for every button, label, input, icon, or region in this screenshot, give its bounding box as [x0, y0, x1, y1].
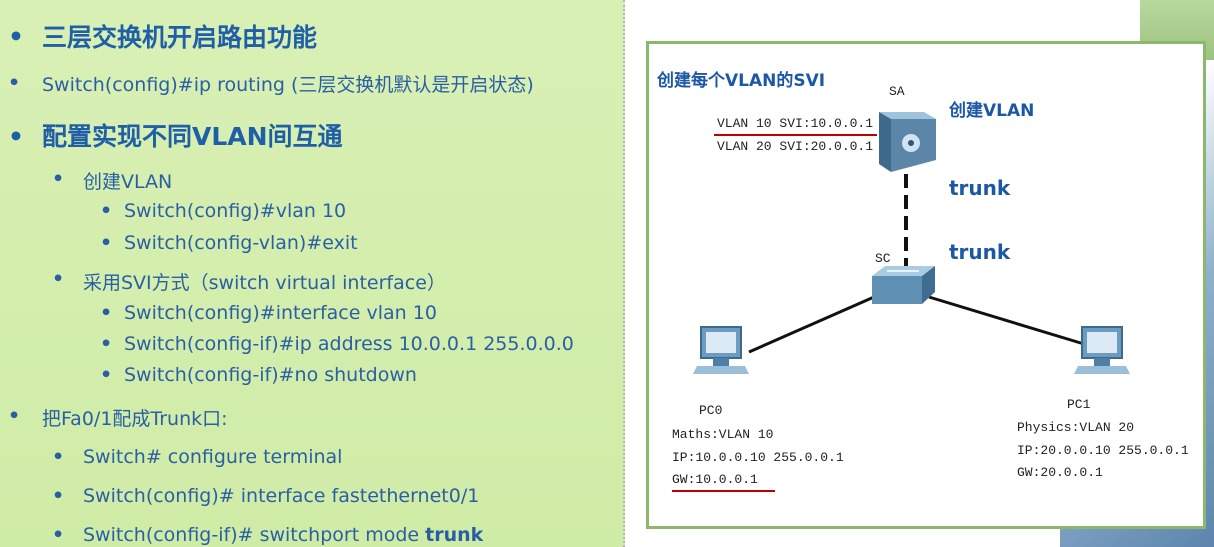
pc0-ip: IP:10.0.0.10 255.0.0.1 — [672, 450, 844, 465]
svi-vlan10: VLAN 10 SVI:10.0.0.1 — [717, 116, 874, 131]
bullet-dot: • — [52, 446, 65, 468]
link-sc-pc0 — [748, 295, 875, 354]
sa-label: SA — [889, 84, 905, 99]
trunk-label-bottom: trunk — [949, 240, 1011, 264]
pc1-computer-icon — [1074, 326, 1130, 374]
bullet-dot: • — [100, 364, 113, 386]
sc-label: SC — [875, 251, 891, 266]
bullet-dot: • — [100, 232, 113, 254]
heading-enable-routing: 三层交换机开启路由功能 — [42, 23, 318, 52]
pc1-gateway: GW:20.0.0.1 — [1017, 465, 1103, 480]
pc1-name: PC1 — [1067, 397, 1091, 412]
switch-icon — [872, 266, 935, 304]
diagram-title: 创建每个VLAN的SVI — [657, 71, 826, 91]
command-vlan-exit: Switch(config-vlan)#exit — [124, 232, 358, 254]
svi-vlan20: VLAN 20 SVI:20.0.0.1 — [717, 139, 874, 154]
item-svi-method: 采用SVI方式（switch virtual interface） — [83, 272, 446, 294]
command-ip-address: Switch(config-if)#ip address 10.0.0.1 25… — [124, 333, 574, 355]
command-interface-fastethernet: Switch(config)# interface fastethernet0/… — [83, 485, 480, 507]
bullet-dot: • — [52, 268, 65, 290]
command-prefix: Switch(config-if)# switchport mode — [83, 524, 426, 546]
command-interface-vlan: Switch(config)#interface vlan 10 — [124, 302, 437, 324]
command-configure-terminal: Switch# configure terminal — [83, 446, 343, 468]
command-no-shutdown: Switch(config-if)#no shutdown — [124, 364, 417, 386]
bullet-dot: • — [8, 405, 21, 427]
bullet-dot: • — [100, 200, 113, 222]
bullet-dot: • — [8, 122, 24, 151]
pc0-vlan: Maths:VLAN 10 — [672, 427, 774, 442]
bullet-dot: • — [100, 333, 113, 355]
pc0-name: PC0 — [699, 403, 723, 418]
command-keyword: trunk — [425, 524, 484, 546]
heading-inter-vlan: 配置实现不同VLAN间互通 — [42, 122, 343, 151]
pc0-gateway: GW:10.0.0.1 — [672, 472, 758, 487]
bullet-dot: • — [100, 302, 113, 324]
pc0-computer-icon — [693, 326, 749, 374]
bullet-dot: • — [8, 22, 24, 51]
pc1-vlan: Physics:VLAN 20 — [1017, 420, 1135, 435]
bullet-dot: • — [8, 72, 21, 94]
slide-content-panel: • 三层交换机开启路由功能 • Switch(config)#ip routin… — [0, 0, 625, 547]
bullet-dot: • — [52, 168, 65, 190]
command-switchport-trunk: Switch(config-if)# switchport mode trunk — [83, 524, 483, 546]
topology-diagram: 创建每个VLAN的SVI SA 创建VLAN VLAN 10 SVI:10.0.… — [646, 41, 1206, 529]
topology-lines — [672, 112, 1130, 492]
item-create-vlan: 创建VLAN — [83, 171, 173, 193]
item-trunk-port: 把Fa0/1配成Trunk口: — [42, 408, 228, 430]
link-sc-pc1 — [928, 295, 1085, 346]
multilayer-switch-icon — [879, 112, 936, 172]
command-vlan-10: Switch(config)#vlan 10 — [124, 200, 347, 222]
bullet-dot: • — [52, 524, 65, 546]
pc1-ip: IP:20.0.0.10 255.0.0.1 — [1017, 443, 1189, 458]
trunk-label-top: trunk — [949, 176, 1011, 200]
create-vlan-label: 创建VLAN — [949, 101, 1035, 121]
command-ip-routing: Switch(config)#ip routing (三层交换机默认是开启状态) — [42, 74, 534, 96]
bullet-dot: • — [52, 485, 65, 507]
